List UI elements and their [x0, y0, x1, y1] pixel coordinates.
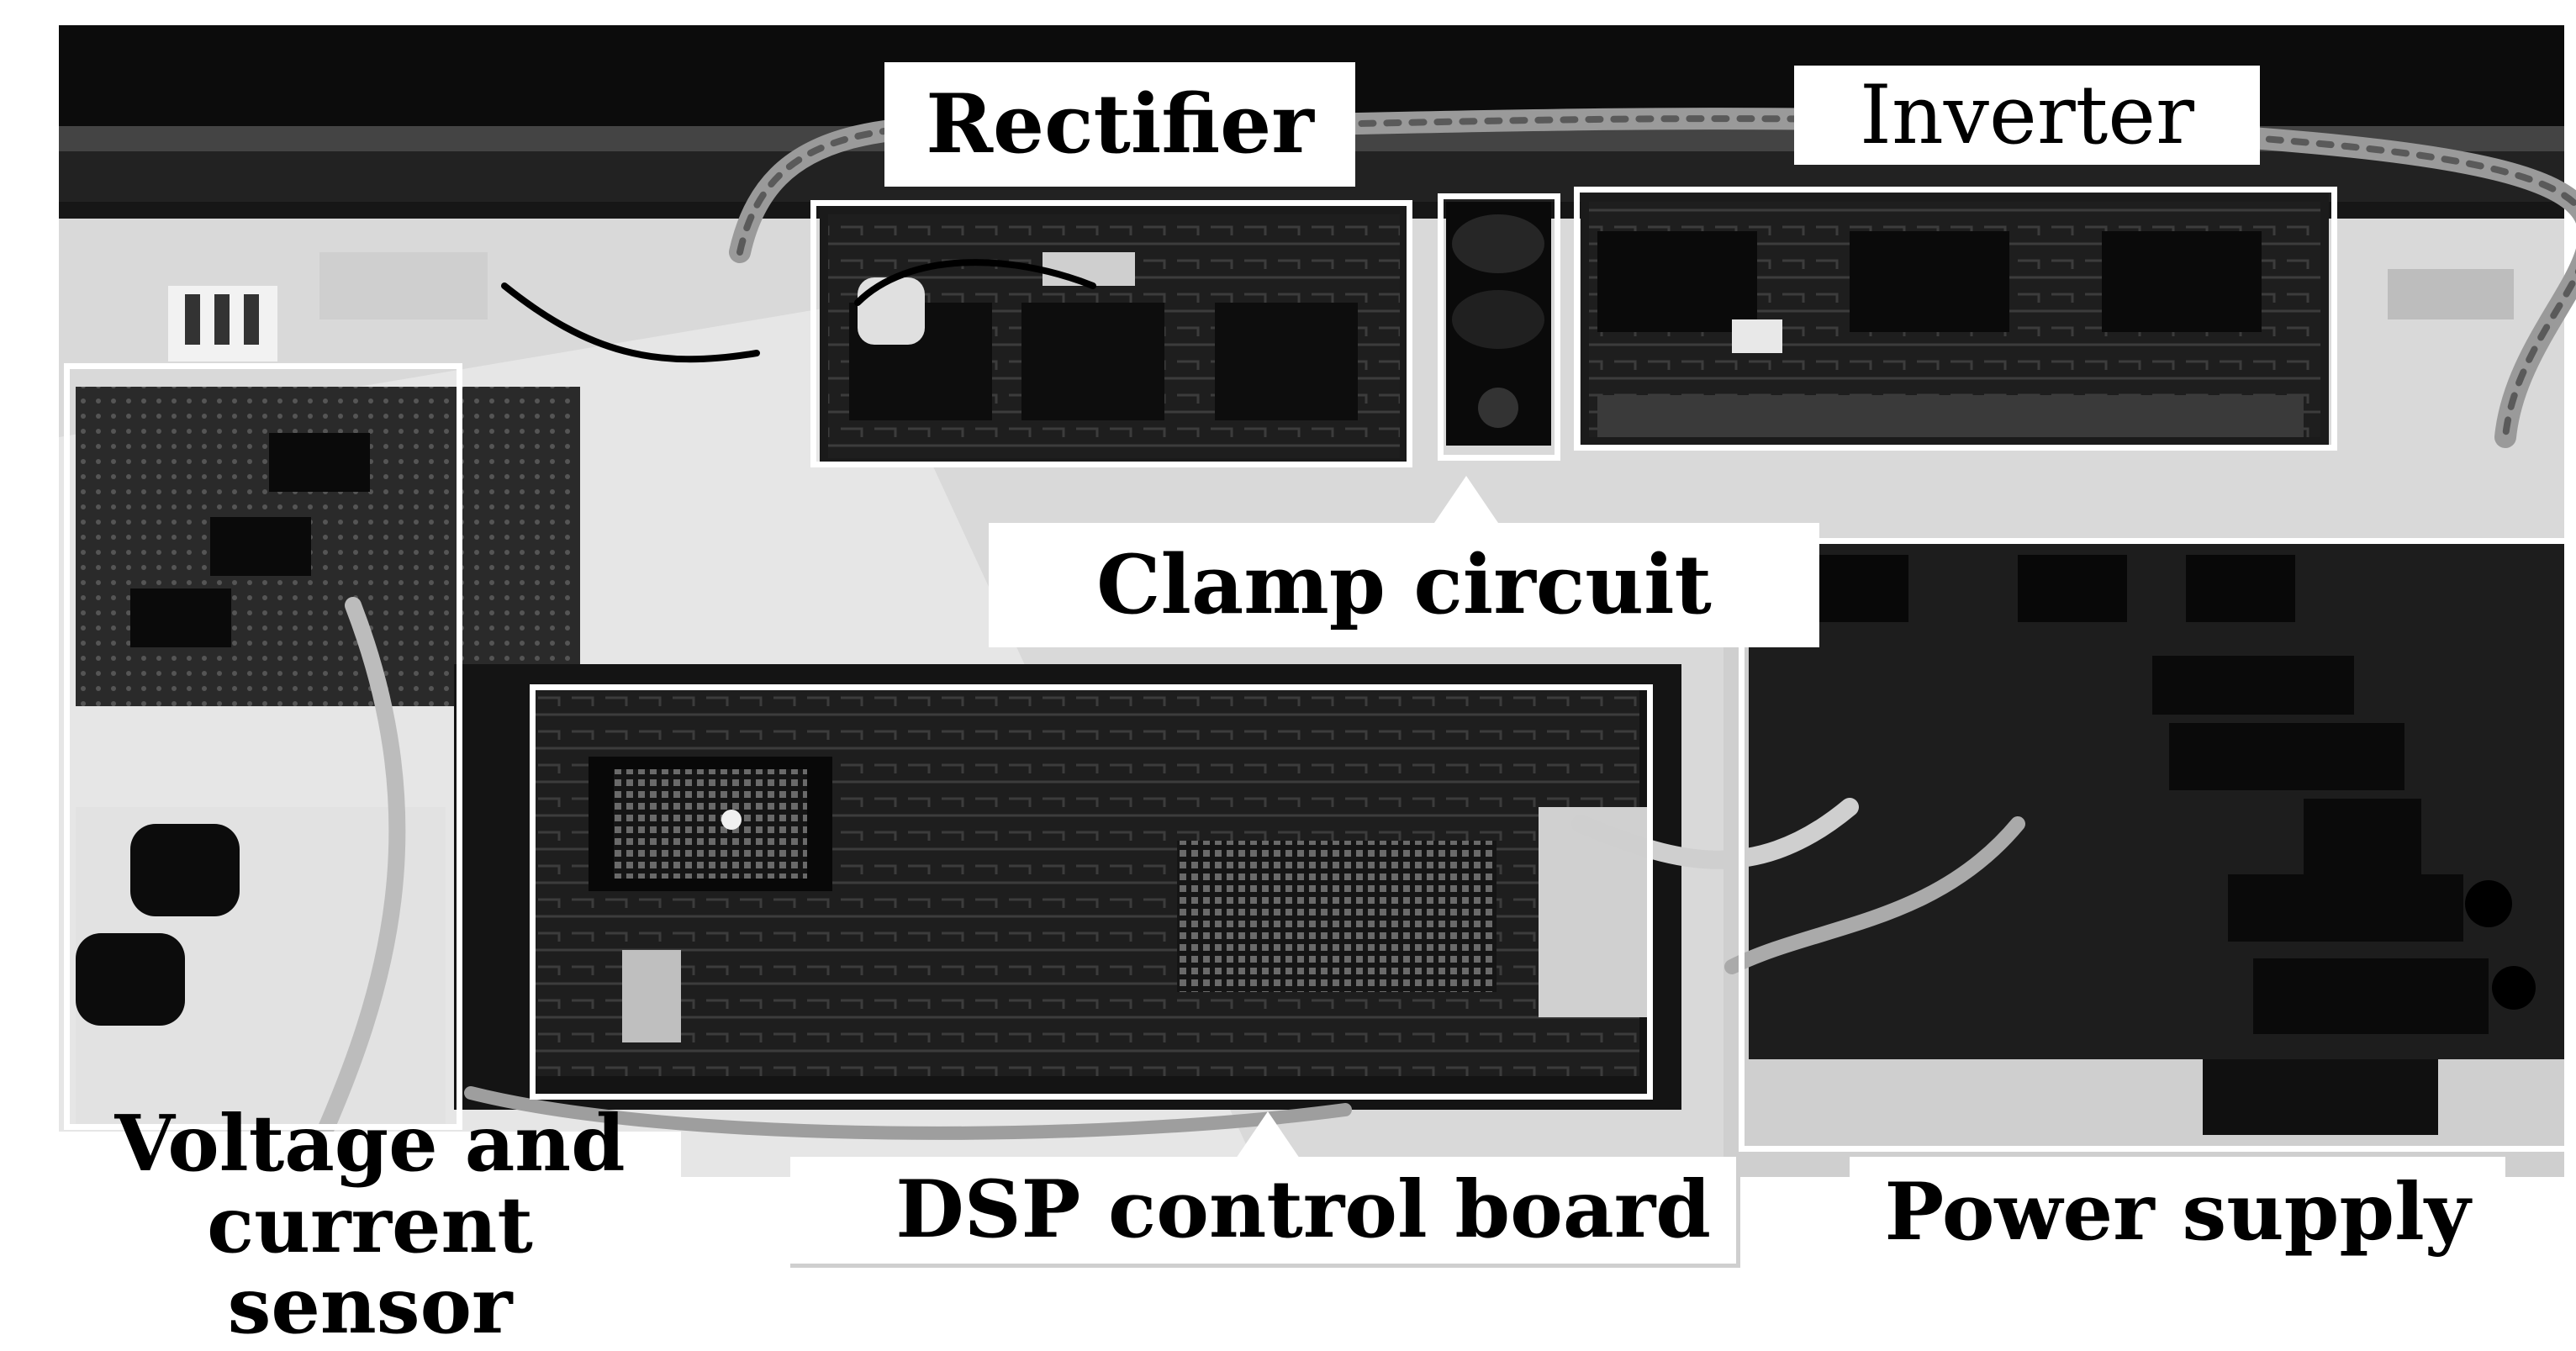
rectifier-label-text: Rectifier [926, 76, 1314, 172]
clamp-circuit-label-text: Clamp circuit [1096, 536, 1712, 632]
dsp-control-board-label-text: DSP control board [895, 1164, 1711, 1257]
voltage-current-sensor-label-line2: current sensor [207, 1179, 533, 1351]
power-supply-label: Power supply [1850, 1157, 2505, 1268]
clamp-circuit-pointer [1434, 476, 1498, 523]
power-supply-callout-box [1739, 538, 2576, 1152]
dsp-control-board-callout-box [530, 684, 1653, 1100]
inverter-callout-box [1574, 187, 2337, 451]
voltage-current-sensor-callout-box [64, 363, 462, 1130]
dsp-control-board-pointer [1236, 1111, 1300, 1158]
clamp-circuit-callout-box [1438, 193, 1560, 461]
inverter-label-text: Inverter [1860, 67, 2194, 162]
power-supply-label-text: Power supply [1884, 1165, 2471, 1259]
dsp-control-board-label: DSP control board [790, 1157, 1740, 1268]
rectifier-label: Rectifier [884, 62, 1355, 187]
inverter-label: Inverter [1794, 66, 2260, 165]
voltage-current-sensor-label: Voltage and current sensor [59, 1103, 681, 1347]
rectifier-callout-box [810, 200, 1412, 467]
clamp-circuit-label: Clamp circuit [989, 523, 1819, 647]
voltage-current-sensor-label-line1: Voltage and [114, 1098, 626, 1190]
